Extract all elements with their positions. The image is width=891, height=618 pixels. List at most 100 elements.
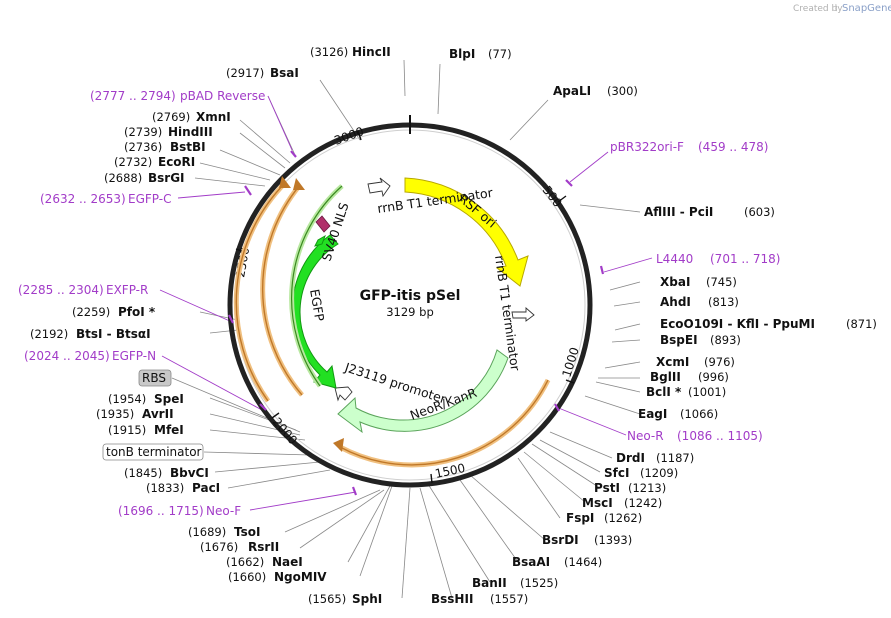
enzyme-ecori[interactable]: EcoRI: [158, 155, 195, 169]
enzyme-msci[interactable]: MscI: [582, 496, 613, 510]
enzyme-pos-tsoi: (1689): [188, 525, 226, 539]
enzyme-pfoi[interactable]: PfoI *: [118, 305, 156, 319]
enzyme-ahdi[interactable]: AhdI: [660, 295, 691, 309]
rsf-ori-feature[interactable]: [404, 177, 529, 287]
rbs-box[interactable]: [138, 369, 172, 387]
primer-leaders: [159, 95, 653, 511]
j23119-promoter-arrow[interactable]: [334, 386, 353, 402]
enzyme-sfci[interactable]: SfcI: [604, 466, 629, 480]
enzyme-pos-ngomiv: (1660): [228, 570, 266, 584]
enzyme-ecoo109i-group[interactable]: EcoO109I - KflI - PpuMI: [660, 317, 815, 331]
enzyme-spei[interactable]: SpeI: [154, 392, 184, 406]
arc-heads: [279, 176, 344, 452]
enzyme-pos-xmni: (2769): [152, 110, 190, 124]
enzyme-xmni[interactable]: XmnI: [196, 110, 231, 124]
enzyme-pos-btsi: (2192): [30, 327, 68, 341]
enzyme-hincii[interactable]: HincII: [352, 45, 391, 59]
enzyme-hindiii[interactable]: HindIII: [168, 125, 213, 139]
enzyme-pos-eagi: (1066): [680, 407, 718, 421]
brand-icon: ⌇: [834, 3, 838, 14]
primer-marks: [228, 150, 605, 496]
enzyme-drdi[interactable]: DrdI: [616, 451, 645, 465]
enzyme-rsrii[interactable]: RsrII: [248, 540, 279, 554]
neor-kanr-feature[interactable]: [337, 349, 509, 434]
primer-labels: (2777 .. 2794) pBAD Reverse (2632 .. 265…: [18, 89, 780, 518]
enzyme-labels: (3126) HincII BlpI (77) (2917) BsaI ApaL…: [30, 45, 877, 606]
enzyme-psti[interactable]: PstI: [594, 481, 620, 495]
enzyme-sphi[interactable]: SphI: [352, 592, 382, 606]
enzyme-pos-pfoi: (2259): [72, 305, 110, 319]
enzyme-pos-bspei: (893): [710, 333, 741, 347]
primer-neo-r[interactable]: Neo-R: [627, 429, 664, 443]
enzyme-xbai[interactable]: XbaI: [660, 275, 690, 289]
enzyme-pos-banii: (1525): [520, 576, 558, 590]
enzyme-pos-msci: (1242): [624, 496, 662, 510]
enzyme-bsai[interactable]: BsaI: [270, 66, 299, 80]
enzyme-pos-mfei: (1915): [108, 423, 146, 437]
enzyme-bglii[interactable]: BglII: [650, 370, 681, 384]
enzyme-pos-bbvci: (1845): [124, 466, 162, 480]
enzyme-bcli[interactable]: BclI *: [646, 385, 682, 399]
enzyme-naei[interactable]: NaeI: [272, 555, 303, 569]
enzyme-pos-bsai: (2917): [226, 66, 264, 80]
primer-range-exfp-r: (2285 .. 2304): [18, 283, 104, 297]
enzyme-pos-rsrii: (1676): [200, 540, 238, 554]
enzyme-pos-avrii: (1935): [96, 407, 134, 421]
enzyme-pos-hindiii: (2739): [124, 125, 162, 139]
enzyme-pos-xbai: (745): [706, 275, 737, 289]
primer-pbad-reverse[interactable]: pBAD Reverse: [180, 89, 265, 103]
enzyme-pos-afliii: (603): [744, 205, 775, 219]
primer-range-pbad: (2777 .. 2794): [90, 89, 176, 103]
enzyme-pos-sphi: (1565): [308, 592, 346, 606]
enzyme-bbvci[interactable]: BbvCI: [170, 466, 209, 480]
tick-3000: 3000: [332, 124, 365, 148]
sv40-nls-feature[interactable]: [315, 215, 331, 233]
enzyme-banii[interactable]: BanII: [472, 576, 507, 590]
enzyme-btsi-group[interactable]: BtsI - BtsαI: [76, 327, 151, 341]
green-arcs: [289, 184, 344, 388]
enzyme-xcmi[interactable]: XcmI: [656, 355, 689, 369]
enzyme-bsrdi[interactable]: BsrDI: [542, 533, 579, 547]
primer-egfp-c[interactable]: EGFP-C: [128, 192, 171, 206]
created-by-text: Created by: [793, 4, 843, 14]
enzyme-fspi[interactable]: FspI: [566, 511, 594, 525]
rrnb-t1-terminator-arrow[interactable]: [367, 177, 391, 198]
enzyme-pos-xcmi: (976): [704, 355, 735, 369]
enzyme-bsshii[interactable]: BssHII: [431, 592, 473, 606]
egfp-feature[interactable]: [291, 234, 339, 389]
enzyme-pos-bstbi: (2736): [124, 140, 162, 154]
j23119-label: J23119 promoter: [342, 359, 449, 406]
enzyme-pos-sfci: (1209): [640, 466, 678, 480]
enzyme-avrii[interactable]: AvrII: [142, 407, 174, 421]
primer-pbr322ori-f[interactable]: pBR322ori-F: [610, 140, 684, 154]
enzyme-bsrgi[interactable]: BsrGI: [148, 171, 185, 185]
primer-exfp-r[interactable]: EXFP-R: [106, 283, 148, 297]
enzyme-blpi[interactable]: BlpI: [449, 47, 475, 61]
primer-neo-f[interactable]: Neo-F: [206, 504, 241, 518]
enzyme-pos-apali: (300): [607, 84, 638, 98]
enzyme-bsaai[interactable]: BsaAI: [512, 555, 550, 569]
egfp-head: [314, 234, 326, 247]
bp-ticks: [235, 130, 575, 484]
enzyme-mfei[interactable]: MfeI: [154, 423, 184, 437]
enzyme-afliii-pcii[interactable]: AflIII - PciI: [644, 205, 713, 219]
snapgene-brand: SnapGene: [842, 3, 891, 14]
rbs-label: RBS: [142, 371, 166, 385]
enzyme-bstbi[interactable]: BstBI: [170, 140, 206, 154]
tick-1500: 1500: [434, 461, 467, 481]
enzyme-ngomiv[interactable]: NgoMIV: [274, 570, 327, 584]
enzyme-paci[interactable]: PacI: [192, 481, 220, 495]
rrnb-t1-terminator-arrow-2[interactable]: [511, 307, 535, 322]
enzyme-pos-ecori: (2732): [114, 155, 152, 169]
primer-egfp-n[interactable]: EGFP-N: [112, 349, 156, 363]
enzyme-pos-paci: (1833): [146, 481, 184, 495]
enzyme-eagi[interactable]: EagI: [638, 407, 667, 421]
enzyme-pos-hincii: (3126): [310, 45, 348, 59]
tonb-terminator-box[interactable]: [102, 443, 204, 461]
primer-l4440[interactable]: L4440: [656, 252, 693, 266]
enzyme-pos-blpi: (77): [488, 47, 512, 61]
enzyme-bspei[interactable]: BspEI: [660, 333, 698, 347]
enzyme-tsoi[interactable]: TsoI: [234, 525, 260, 539]
enzyme-apali[interactable]: ApaLI: [553, 84, 591, 98]
